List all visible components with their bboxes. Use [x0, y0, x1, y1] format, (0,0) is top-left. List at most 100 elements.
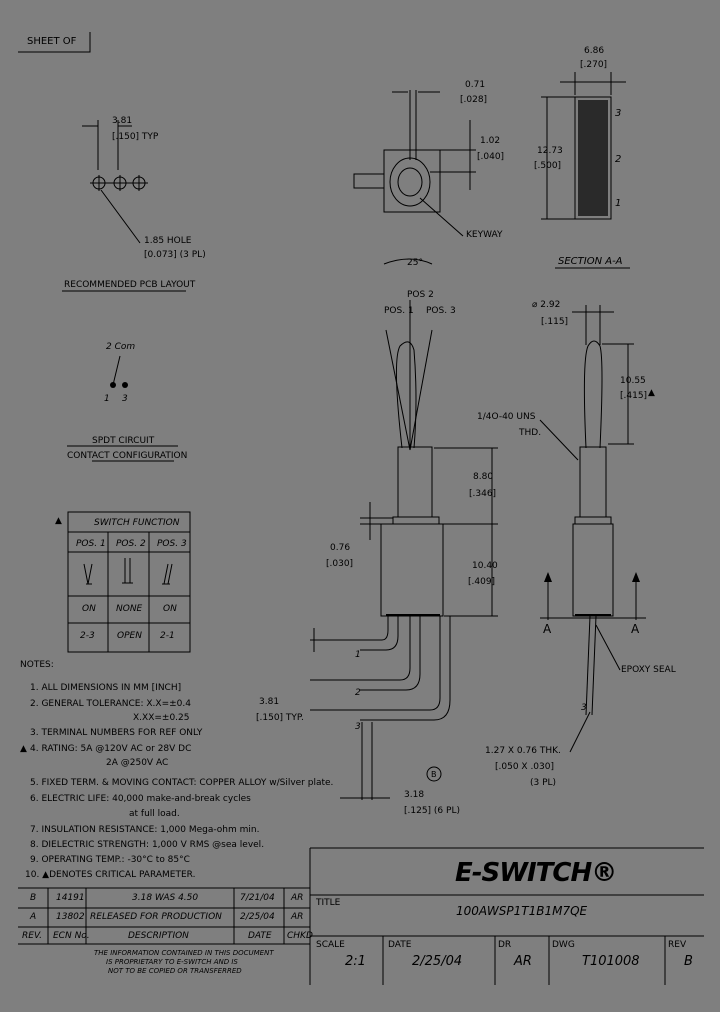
fn-contact-3: 2-1 — [160, 631, 175, 641]
pcb-hole: 1.85 HOLE — [144, 236, 192, 246]
dim-102-in: [.040] — [477, 152, 505, 162]
epoxy-label: EPOXY SEAL — [621, 665, 676, 675]
critical-mark-2: ▲ — [648, 388, 655, 398]
circuit-com: 2 Com — [106, 342, 136, 352]
rev-header-chkd: CHKD — [287, 931, 313, 941]
note-2b: X.XX=±0.25 — [133, 713, 190, 723]
pcb-pitch-in: [.150] TYP — [112, 132, 159, 142]
circuit-symbol — [67, 355, 178, 462]
section-title: SECTION A-A — [558, 256, 623, 267]
rev-header-desc: DESCRIPTION — [128, 931, 189, 941]
dim-292-in: [.115] — [541, 317, 569, 327]
dim-1055: 10.55 — [620, 376, 646, 386]
rev-header-ecn: ECN No. — [53, 931, 90, 941]
pcb-pitch: 3.81 — [112, 116, 133, 126]
dim-292: ⌀ 2.92 — [532, 300, 561, 310]
term-2: 2 — [355, 688, 361, 698]
note-4: 4. RATING: 5A @120V AC or 28V DC — [30, 744, 192, 754]
term-size-pl: (3 PL) — [530, 778, 557, 788]
dwg-label: DWG — [552, 940, 575, 950]
dim-1055-in: [.415] — [620, 391, 648, 401]
notes-title: NOTES: — [20, 660, 54, 670]
dim-076-in: [.030] — [326, 559, 354, 569]
section-pin-3: 3 — [615, 108, 622, 119]
circuit-pin3: 3 — [122, 394, 128, 404]
dim-071: 0.71 — [465, 80, 486, 90]
fn-state-1: ON — [82, 604, 96, 614]
pos3-label: POS. 3 — [426, 306, 456, 316]
rev-header-date: DATE — [248, 931, 272, 941]
note-6b: at full load. — [129, 809, 180, 819]
dim-1040-in: [.409] — [468, 577, 496, 587]
note-2: 2. GENERAL TOLERANCE: X.X=±0.4 — [30, 699, 191, 709]
circuit-pin1: 1 — [104, 394, 110, 404]
term-1: 1 — [355, 650, 361, 660]
ecn-a: 13802 — [56, 912, 85, 922]
dim-076: 0.76 — [330, 543, 351, 553]
critical-mark-3: ▲ — [20, 744, 27, 754]
dim-071-in: [.028] — [460, 95, 488, 105]
rev-label: REV — [668, 940, 687, 950]
fn-header-1: POS. 1 — [76, 539, 106, 549]
dim-686: 6.86 — [584, 46, 605, 56]
side-view-top — [353, 90, 476, 237]
section-pin-1: 1 — [615, 198, 622, 209]
date-value: 2/25/04 — [412, 954, 463, 969]
fn-state-3: ON — [163, 604, 177, 614]
dim-381-in: [.150] TYP. — [256, 713, 304, 723]
fn-contact-2: OPEN — [117, 631, 142, 641]
pos2-label: POS 2 — [407, 290, 434, 300]
right-term-3: 3 — [581, 703, 587, 713]
disclaimer-2: IS PROPRIETARY TO E-SWITCH AND IS — [106, 958, 238, 966]
term-3: 3 — [355, 722, 361, 732]
term-size: 1.27 X 0.76 THK. — [485, 746, 561, 756]
dim-1273: 12.73 — [537, 146, 563, 156]
fn-state-2: NONE — [116, 604, 143, 614]
pcb-title: RECOMMENDED PCB LAYOUT — [64, 280, 196, 290]
function-table-grid — [67, 511, 191, 653]
title-label: TITLE — [316, 898, 341, 908]
part-number: 100AWSP1T1B1M7QE — [456, 904, 588, 918]
dim-880-in: [.346] — [469, 489, 497, 499]
date-b: 7/21/04 — [240, 893, 275, 903]
term-size-in: [.050 X .030] — [495, 762, 554, 772]
section-pin-2: 2 — [615, 154, 622, 165]
disclaimer-3: NOT TO BE COPIED OR TRANSFERRED — [108, 967, 242, 975]
pcb-holes — [62, 120, 186, 292]
note-5: 5. FIXED TERM. & MOVING CONTACT: COPPER … — [30, 778, 334, 788]
note-4b: 2A @250V AC — [106, 758, 169, 768]
section-arrow-a-left: A — [543, 622, 552, 636]
angle-label: 25° — [407, 258, 423, 268]
fn-header-3: POS. 3 — [157, 539, 187, 549]
dim-880: 8.80 — [473, 472, 494, 482]
rev-b: B — [30, 893, 37, 903]
keyway-label: KEYWAY — [466, 230, 503, 240]
note-8: 8. DIELECTRIC STRENGTH: 1,000 V RMS @sea… — [30, 840, 265, 850]
note-3: 3. TERMINAL NUMBERS FOR REF ONLY — [30, 728, 203, 738]
scale-value: 2:1 — [345, 954, 366, 969]
circuit-title2: CONTACT CONFIGURATION — [67, 451, 188, 461]
thread-label: 1/4O-40 UNS — [477, 412, 536, 422]
b-marker: B — [431, 770, 437, 779]
disclaimer-1: THE INFORMATION CONTAINED IN THIS DOCUME… — [94, 949, 274, 957]
dr-label: DR — [498, 940, 512, 950]
dim-1273-in: [.500] — [534, 161, 562, 171]
dr-value: AR — [514, 954, 532, 969]
company-logo: E-SWITCH® — [455, 858, 617, 888]
dim-102: 1.02 — [480, 136, 501, 146]
desc-b: 3.18 WAS 4.50 — [132, 893, 199, 903]
title-block-grid — [18, 847, 704, 985]
date-label: DATE — [388, 940, 412, 950]
dim-1040: 10.40 — [472, 561, 498, 571]
date-a: 2/25/04 — [240, 912, 275, 922]
switch-main — [310, 258, 498, 800]
note-7: 7. INSULATION RESISTANCE: 1,000 Mega-ohm… — [30, 825, 260, 835]
critical-mark: ▲ — [55, 516, 62, 526]
note-9: 9. OPERATING TEMP.: -30°C to 85°C — [30, 855, 190, 865]
thread-label-2: THD. — [519, 428, 542, 438]
rev-value: B — [684, 954, 693, 969]
by-a: AR — [291, 912, 304, 922]
function-title: SWITCH FUNCTION — [94, 518, 180, 528]
note-10: 10. ▲DENOTES CRITICAL PARAMETER. — [25, 870, 196, 880]
